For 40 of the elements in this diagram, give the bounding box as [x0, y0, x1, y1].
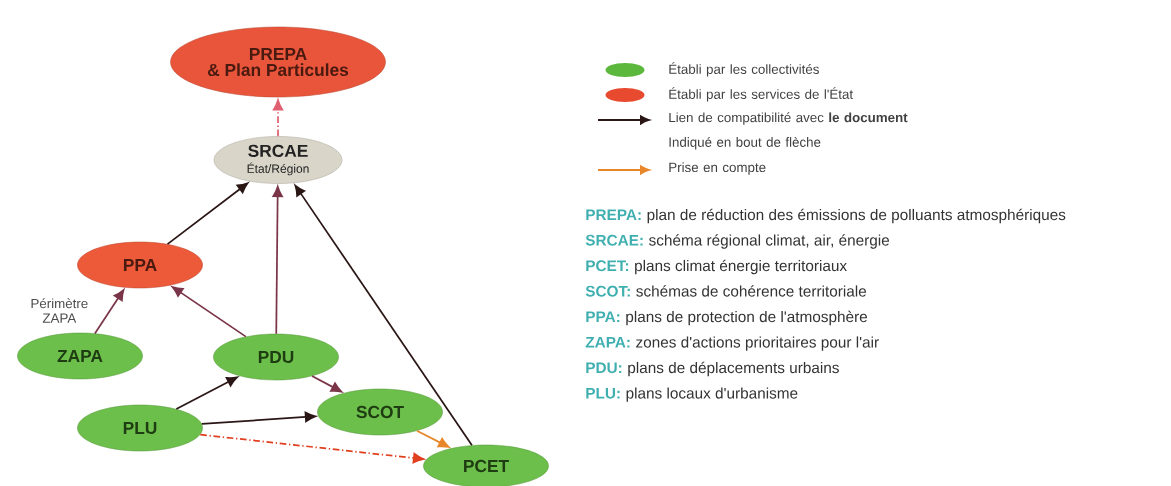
arrow — [175, 376, 238, 410]
arrow — [416, 429, 450, 448]
arrow — [200, 411, 317, 425]
arrow — [166, 182, 249, 245]
ellipse-node: PDU — [213, 333, 339, 381]
definition-text: plans locaux d'urbanisme — [626, 387, 798, 402]
abbreviation: PCET: — [586, 260, 629, 272]
arrow — [171, 286, 247, 338]
legend-text: Lien de compatibilité avec le document Indiqué en bout de flèche — [669, 112, 908, 150]
definition-text: plans de déplacements urbains — [628, 361, 839, 377]
legend-text: Établi par les services de l'État — [669, 87, 853, 102]
arrow — [272, 185, 283, 335]
ellipse-node: PREPA & Plan Particules — [170, 26, 386, 98]
definition-text: plans de protection de l'atmosphère — [626, 310, 867, 326]
definition-text: schéma régional climat, air, énergie — [649, 234, 890, 249]
abbreviation: PPA: — [586, 311, 620, 322]
abbreviation: SCOT: — [585, 285, 630, 297]
ellipse-node: SRCAE État/Région — [213, 136, 343, 184]
arrow — [311, 375, 343, 393]
arrow — [94, 289, 125, 335]
ellipse-node: PPA — [77, 241, 203, 289]
abbreviation: PLU: — [586, 387, 620, 399]
arrow — [294, 184, 473, 447]
legend-text: Établi par les collectivités — [669, 62, 819, 77]
ellipse-node: ZAPA — [17, 332, 143, 380]
legend-text: Prise en compte — [669, 162, 766, 175]
definition-text: schémas de cohérence territoriale — [636, 285, 867, 297]
definition-text: plans climat énergie territoriaux — [635, 259, 847, 275]
ellipse-node: PLU — [77, 404, 203, 452]
arrow — [199, 433, 425, 464]
abbreviation: PDU: — [586, 362, 622, 374]
definition-text: plan de réduction des émissions de polluants atmosphériques — [647, 208, 1066, 224]
edge-label: Périmètre ZAPA — [26, 296, 93, 325]
abbreviation: SRCAE: — [585, 234, 643, 246]
definition-text: zones d'actions prioritaires pour l'air — [636, 336, 879, 351]
ellipse-node: SCOT — [317, 388, 443, 436]
abbreviation: PREPA: — [586, 209, 641, 220]
abbreviation: ZAPA: — [585, 336, 630, 348]
arrow — [272, 99, 284, 138]
ellipse-node: PCET — [423, 444, 549, 486]
